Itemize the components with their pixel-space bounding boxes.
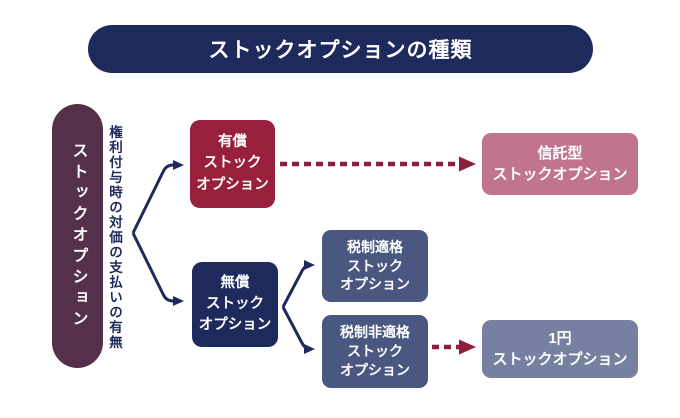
fork-line-root-to-free — [131, 232, 184, 306]
fork-line-free-to-qualified — [281, 260, 315, 308]
root-node-label: ストックオプション — [69, 141, 87, 331]
node-tax-nonqualified-label: 税制非適格 ストック オプション — [340, 324, 410, 378]
branch-question-label: 権利付与時の対価の支払いの有無 — [107, 124, 122, 350]
node-one-yen-label: 1円 ストックオプション — [492, 330, 628, 368]
node-tax-qualified-label: 税制適格 ストック オプション — [340, 238, 410, 293]
diagram-title-label: ストックオプションの種類 — [208, 39, 473, 62]
diagram-title: ストックオプションの種類 — [88, 25, 593, 73]
fork-line-root-to-paid — [131, 160, 184, 234]
node-paid-label: 有償 ストック オプション — [196, 134, 269, 193]
fork-line-free-to-nonqualified — [281, 306, 315, 354]
node-tax-qualified-stock-option: 税制適格 ストック オプション — [322, 230, 428, 302]
root-node-stock-option: ストックオプション — [52, 104, 103, 368]
node-free-label: 無償 ストック オプション — [198, 274, 272, 333]
node-tax-nonqualified-stock-option: 税制非適格 ストック オプション — [322, 315, 428, 388]
node-trust-type-label: 信託型 ストックオプション — [492, 145, 628, 183]
node-paid-stock-option: 有償 ストック オプション — [190, 120, 275, 208]
branch-question: 権利付与時の対価の支払いの有無 — [100, 116, 128, 358]
node-free-stock-option: 無償 ストック オプション — [192, 262, 278, 347]
node-trust-type-stock-option: 信託型 ストックオプション — [482, 133, 638, 195]
node-one-yen-stock-option: 1円 ストックオプション — [482, 320, 638, 378]
